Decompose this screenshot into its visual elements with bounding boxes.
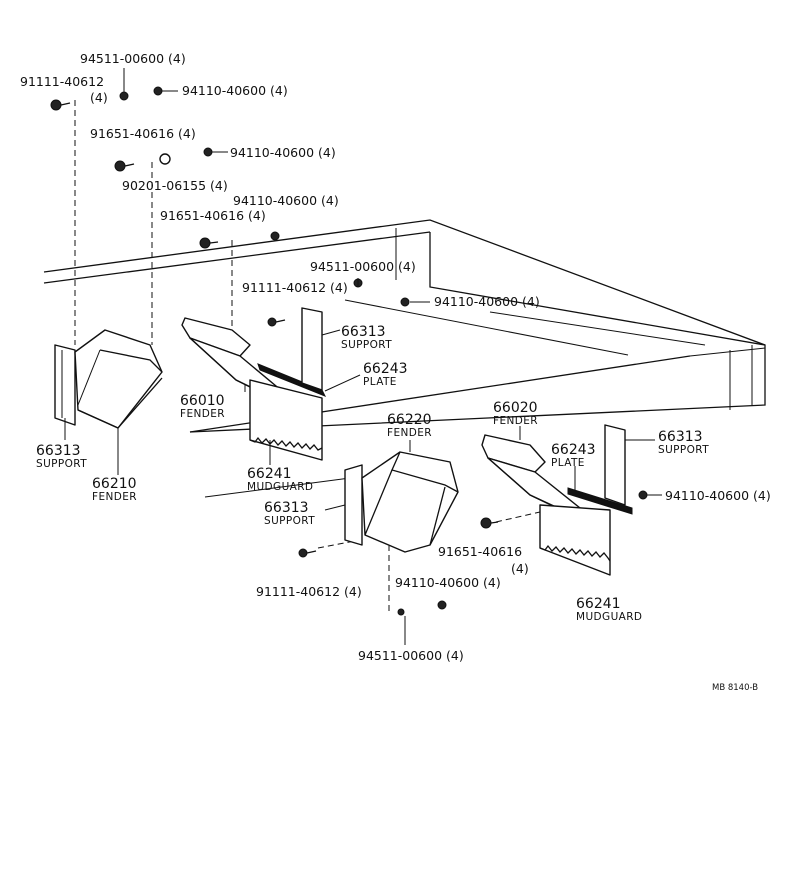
label-94511-top: 94511-00600 (4) bbox=[80, 51, 186, 66]
label-fender-66010-name: FENDER bbox=[180, 408, 225, 420]
bolt-icon bbox=[480, 517, 499, 529]
washer-icon bbox=[203, 147, 213, 157]
fender-66220 bbox=[361, 451, 459, 553]
nut-icon bbox=[397, 608, 405, 616]
label-fender-66010-number: 66010 bbox=[180, 393, 225, 409]
label-94511-mid: 94511-00600 (4) bbox=[310, 259, 416, 274]
label-91111-top-qty: (4) bbox=[90, 90, 108, 105]
plate-right bbox=[567, 487, 633, 515]
bolt-icon bbox=[114, 160, 135, 172]
label-90201: 90201-06155 (4) bbox=[122, 178, 228, 193]
label-fender-66020-number: 66020 bbox=[493, 400, 538, 416]
mudguard-left bbox=[249, 379, 323, 461]
part-labels: 94511-00600 (4) 91111-40612 (4) 94110-40… bbox=[20, 51, 771, 693]
label-support-mid-name: SUPPORT bbox=[341, 339, 392, 351]
label-fender-66210-number: 66210 bbox=[92, 476, 137, 492]
label-94110-c: 94110-40600 (4) bbox=[233, 193, 339, 208]
leader-lines bbox=[64, 68, 662, 645]
support-bracket-left bbox=[54, 344, 76, 426]
label-94110-a: 94110-40600 (4) bbox=[182, 83, 288, 98]
label-91111-bot: 91111-40612 (4) bbox=[256, 584, 362, 599]
label-mudguard-right-name: MUDGUARD bbox=[576, 611, 642, 623]
label-support-left-name: SUPPORT bbox=[36, 458, 87, 470]
mudguard-right bbox=[539, 504, 611, 576]
washer-icon bbox=[159, 153, 171, 165]
washer-icon bbox=[400, 297, 410, 307]
label-91651-a: 91651-40616 (4) bbox=[90, 126, 196, 141]
support-bracket-center bbox=[344, 464, 363, 546]
bolt-icon bbox=[199, 237, 219, 249]
support-bracket-right bbox=[604, 424, 626, 506]
washer-icon bbox=[638, 490, 648, 500]
washer-icon bbox=[270, 231, 280, 241]
diagram-code: MB 8140-B bbox=[712, 683, 758, 693]
label-94110-f: 94110-40600 (4) bbox=[395, 575, 501, 590]
washer-icon bbox=[437, 600, 447, 610]
washer-icon bbox=[153, 86, 163, 96]
label-94110-d: 94110-40600 (4) bbox=[434, 294, 540, 309]
label-fender-66020-name: FENDER bbox=[493, 415, 538, 427]
label-mudguard-left-name: MUDGUARD bbox=[247, 481, 313, 493]
fender-66210 bbox=[74, 329, 163, 429]
label-mudguard-left-number: 66241 bbox=[247, 466, 292, 482]
label-support-center-name: SUPPORT bbox=[264, 515, 315, 527]
label-91111-top: 91111-40612 bbox=[20, 74, 104, 89]
nut-icon bbox=[119, 91, 129, 101]
label-fender-66220-name: FENDER bbox=[387, 427, 432, 439]
label-91651-c-qty: (4) bbox=[511, 561, 529, 576]
label-94511-bot: 94511-00600 (4) bbox=[358, 648, 464, 663]
label-91651-b: 91651-40616 (4) bbox=[160, 208, 266, 223]
label-fender-66220-number: 66220 bbox=[387, 412, 432, 428]
label-91651-c: 91651-40616 bbox=[438, 544, 522, 559]
label-plate-left-number: 66243 bbox=[363, 361, 408, 377]
label-plate-right-number: 66243 bbox=[551, 442, 596, 458]
label-support-right-number: 66313 bbox=[658, 429, 703, 445]
label-94110-b: 94110-40600 (4) bbox=[230, 145, 336, 160]
label-mudguard-right-number: 66241 bbox=[576, 596, 621, 612]
label-support-center-number: 66313 bbox=[264, 500, 309, 516]
label-support-right-name: SUPPORT bbox=[658, 444, 709, 456]
plate-left bbox=[257, 363, 327, 397]
support-bracket-mid bbox=[301, 307, 323, 391]
assembly-lines bbox=[74, 100, 541, 615]
label-94110-e: 94110-40600 (4) bbox=[665, 488, 771, 503]
bolt-icon bbox=[267, 317, 286, 327]
label-plate-left-name: PLATE bbox=[363, 376, 397, 388]
bolt-icon bbox=[50, 99, 71, 111]
label-91111-mid: 91111-40612 (4) bbox=[242, 280, 348, 295]
label-support-left-number: 66313 bbox=[36, 443, 81, 459]
label-support-mid-number: 66313 bbox=[341, 324, 386, 340]
label-plate-right-name: PLATE bbox=[551, 457, 585, 469]
bolt-icon bbox=[298, 548, 317, 558]
label-fender-66210-name: FENDER bbox=[92, 491, 137, 503]
